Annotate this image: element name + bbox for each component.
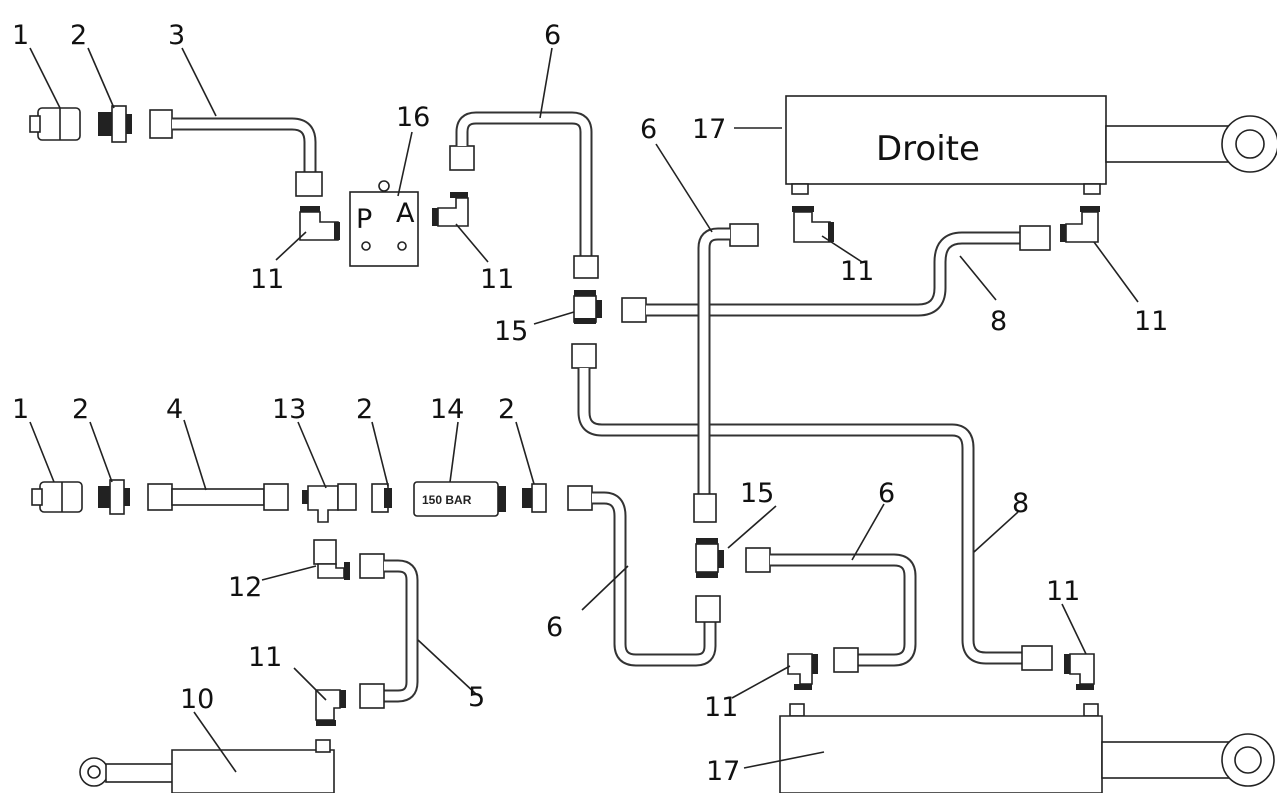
- leader-lines: [29, 47, 1139, 773]
- elbow-fitting-11c: [792, 206, 834, 243]
- hose-8-top: [621, 225, 1051, 323]
- part-number: 2: [498, 394, 515, 425]
- part-number: 1: [12, 394, 29, 425]
- part-number: 1: [12, 20, 29, 51]
- part-number: 6: [546, 612, 563, 643]
- part-number-labels: 1 2 3 16 6 6 17 11 11 11 8 11 15 1 2 4 1…: [12, 20, 1168, 787]
- elbow-fitting-11a: [299, 206, 340, 241]
- tee-fitting-15-bottom: [695, 538, 724, 578]
- part-number: 8: [1012, 488, 1029, 519]
- hose-3: [149, 109, 323, 197]
- part-number: 11: [840, 256, 874, 287]
- tee-fitting-15-top: [573, 290, 602, 324]
- cylinder-10: [79, 739, 335, 793]
- part-number: 13: [272, 394, 306, 425]
- part-number: 15: [740, 478, 774, 509]
- part-number: 11: [1046, 576, 1080, 607]
- part-number: 11: [248, 642, 282, 673]
- hose-6-middle: [693, 223, 759, 523]
- part-number: 6: [878, 478, 895, 509]
- adapter-bottom-c: [522, 483, 547, 513]
- manifold-port-a: A: [396, 198, 415, 229]
- part-number: 2: [70, 20, 87, 51]
- cylinder-17-bottom: [779, 703, 1275, 793]
- pressure-gauge-14: 150 BAR: [413, 481, 506, 517]
- part-number: 11: [1134, 306, 1168, 337]
- elbow-fitting-12: [313, 539, 350, 580]
- part-number: 15: [494, 316, 528, 347]
- elbow-fitting-11d: [1060, 206, 1100, 243]
- manifold-block: P A: [349, 180, 419, 267]
- part-number: 11: [480, 264, 514, 295]
- hose-5: [359, 553, 419, 709]
- hose-6-top: [449, 111, 599, 279]
- elbow-fitting-11f: [1064, 653, 1095, 690]
- hose-6-bottom-right: [745, 547, 917, 673]
- cylinder-17-top: Droite: [785, 95, 1277, 195]
- part-number: 10: [180, 684, 214, 715]
- part-number: 11: [704, 692, 738, 723]
- manifold-port-p: P: [356, 204, 372, 235]
- adapter-top: [98, 105, 132, 143]
- cylinder-right-label: Droite: [876, 129, 980, 169]
- part-number: 3: [168, 20, 185, 51]
- part-number: 8: [990, 306, 1007, 337]
- quick-coupler-bottom: [31, 481, 83, 513]
- part-number: 6: [640, 114, 657, 145]
- part-number: 12: [228, 572, 262, 603]
- hose-8-bottom: [571, 343, 1053, 671]
- part-number: 11: [250, 264, 284, 295]
- adapter-bottom-a: [98, 479, 130, 515]
- elbow-fitting-11b: [432, 192, 469, 227]
- pressure-gauge-label: 150 BAR: [422, 493, 472, 507]
- part-number: 6: [544, 20, 561, 51]
- part-number: 2: [72, 394, 89, 425]
- hose-6-bottom-left: [567, 485, 721, 667]
- part-number: 17: [706, 756, 740, 787]
- part-number: 2: [356, 394, 373, 425]
- part-number: 16: [396, 102, 430, 133]
- adapter-bottom-b: [371, 483, 392, 513]
- pipe-4: [147, 483, 289, 511]
- part-number: 17: [692, 114, 726, 145]
- elbow-fitting-11g: [315, 689, 346, 726]
- part-number: 5: [468, 682, 485, 713]
- part-number: 14: [430, 394, 464, 425]
- elbow-fitting-11e: [787, 653, 818, 690]
- quick-coupler-top: [29, 107, 81, 141]
- tee-fitting-13: [302, 483, 357, 523]
- part-number: 4: [166, 394, 183, 425]
